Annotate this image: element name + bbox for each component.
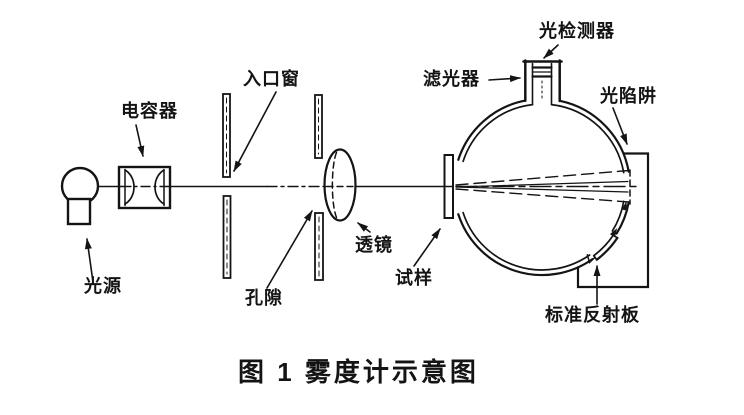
light-source-arrow: [84, 238, 94, 283]
photodetector-arrow: [543, 44, 559, 59]
specimen-symbol: [443, 154, 454, 219]
condenser-label: 电容器: [121, 101, 178, 121]
leader-arrows: [84, 44, 628, 305]
light-source-label: 光源: [84, 276, 122, 296]
lens-arrow: [357, 222, 371, 233]
aperture-arrow: [266, 210, 313, 289]
specimen-arrow: [413, 228, 441, 267]
photodetector-label: 光检测器: [539, 21, 615, 41]
filter-arrow: [488, 75, 521, 83]
lens-label: 透镜: [355, 235, 393, 255]
integrating-sphere: [457, 99, 630, 277]
specimen-label: 试样: [395, 268, 433, 288]
aperture-symbol: [314, 94, 324, 281]
filter-label: 滤光器: [423, 69, 480, 89]
aperture-label: 孔隙: [245, 288, 283, 308]
entrance-window-symbol: [222, 93, 232, 279]
standard-reflector-label: 标准反射板: [545, 305, 640, 325]
light-trap-arrow: [612, 107, 628, 145]
beam-rays: [455, 169, 631, 205]
lens-symbol: [323, 148, 357, 222]
photodetector-port: [522, 59, 563, 106]
light-trap-box: [576, 152, 650, 289]
light-trap-label: 光陷阱: [600, 86, 657, 106]
condenser-arrow: [135, 124, 145, 157]
condenser-symbol: [117, 165, 172, 210]
reflector-end-notch: [586, 254, 596, 264]
standard-reflector-segment: [586, 201, 628, 264]
light-source-symbol: [60, 166, 100, 226]
figure-caption: 图 1 雾度计示意图: [238, 357, 479, 387]
entrance-window-arrow: [233, 91, 277, 172]
filter-stack: [531, 66, 553, 78]
entrance-window-label: 入口窗: [243, 69, 300, 89]
